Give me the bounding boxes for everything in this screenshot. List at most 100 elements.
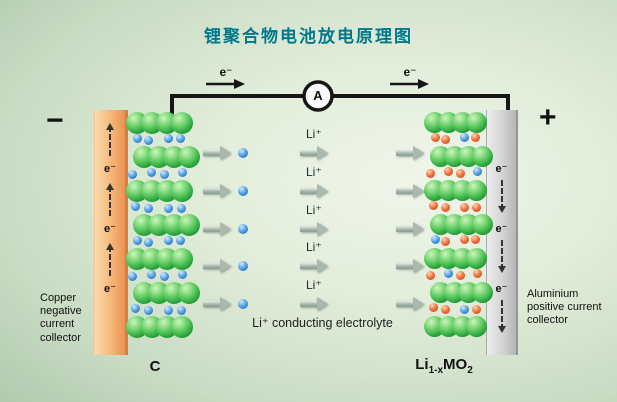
li-ion-label: Li⁺ <box>306 278 322 293</box>
electrolyte-caption: Li⁺ conducting electrolyte <box>252 316 393 330</box>
ion-flow-arrow <box>396 183 424 198</box>
metal-ion-sphere <box>441 135 450 144</box>
lithium-ion-sphere <box>460 305 469 314</box>
electron-label: e⁻ <box>104 163 116 175</box>
atom-sphere <box>178 146 200 168</box>
lithium-ion-sphere <box>128 272 137 281</box>
lithium-ion-sphere <box>164 134 173 143</box>
atom-sphere <box>171 316 193 338</box>
arrow-shaft <box>300 187 317 194</box>
metal-ion-sphere <box>429 201 438 210</box>
atom-sphere <box>171 112 193 134</box>
electron-arrowhead-right <box>418 79 429 89</box>
electron-arrowhead-left <box>234 79 245 89</box>
metal-ion-sphere <box>431 133 440 142</box>
lithium-ion <box>238 185 248 196</box>
arrow-shaft <box>203 187 220 194</box>
ammeter-icon <box>302 80 334 112</box>
wire-electron-label-right: e⁻ <box>403 65 417 79</box>
li-ion-label: Li⁺ <box>306 127 322 141</box>
arrow-shaft <box>300 150 317 156</box>
electron-flow-dash <box>497 180 506 213</box>
diagram-title: 锂聚合物电池放电原理图 <box>204 27 413 46</box>
ion-flow-arrow <box>203 259 231 274</box>
metal-ion-sphere <box>456 271 465 280</box>
metal-ion-sphere <box>460 203 469 212</box>
arrow-shaft <box>396 225 413 232</box>
lithium-ion-sphere <box>144 136 153 145</box>
metal-ion-sphere <box>472 203 481 212</box>
ion-flow-arrow <box>300 221 328 236</box>
atom-sphere <box>466 112 487 133</box>
arrow-head <box>220 259 231 274</box>
lithium-ion-sphere <box>133 134 142 143</box>
formula-subscript: 2 <box>467 365 473 376</box>
lithium-ion <box>238 261 248 272</box>
metal-ion-sphere <box>472 305 481 314</box>
metal-ion-sphere <box>441 237 450 246</box>
arrow-head <box>413 183 424 198</box>
lithium-ion-sphere <box>177 306 186 315</box>
lithium-ion-sphere <box>178 270 187 279</box>
electron-label: e⁻ <box>495 223 508 235</box>
lithium-ion-sphere <box>176 134 185 143</box>
atom-sphere <box>472 214 493 235</box>
aluminium-collector-bar: e⁻ e⁻ e⁻ <box>486 110 518 355</box>
metal-oxide-electrode <box>424 112 493 356</box>
metal-ion-sphere <box>460 235 469 244</box>
lithium-ion-sphere <box>131 304 140 313</box>
electron-flow-dash <box>106 123 114 156</box>
arrow-shaft <box>203 263 220 270</box>
wire-left-segment <box>170 94 303 118</box>
arrow-head <box>317 259 328 274</box>
arrow-head <box>413 221 424 236</box>
lithium-ion-sphere <box>444 269 453 278</box>
arrow-head <box>220 297 231 312</box>
ion-flow-arrow <box>396 146 424 160</box>
ion-flow-arrow <box>300 146 328 160</box>
atom-sphere <box>178 282 200 304</box>
arrow-head <box>220 146 231 160</box>
lithium-ion-sphere <box>144 204 153 213</box>
copper-collector-bar: e⁻e⁻e⁻ <box>94 110 128 355</box>
arrow-head <box>220 183 231 198</box>
graphite-electrode <box>126 112 202 356</box>
ion-flow-arrow <box>203 221 231 236</box>
lithium-ion-sphere <box>164 306 173 315</box>
atom-sphere <box>466 180 487 201</box>
lithium-ion <box>238 223 248 234</box>
lithium-ion-sphere <box>164 236 173 245</box>
lithium-ion-sphere <box>147 270 156 279</box>
electron-label: e⁻ <box>495 163 508 175</box>
lithium-ion-sphere <box>473 167 482 176</box>
aluminium-collector-label: Aluminium positive current collector <box>527 288 602 327</box>
formula-subscript: 1-x <box>428 365 444 376</box>
ion-flow-arrow <box>203 297 231 312</box>
formula-part: Li <box>415 356 429 373</box>
lithium-ion-sphere <box>431 235 440 244</box>
atom-sphere <box>472 146 493 167</box>
left-electrode-formula: C <box>149 358 161 375</box>
metal-ion-sphere <box>429 303 438 312</box>
arrow-head <box>317 146 328 160</box>
electron-label: e⁻ <box>495 283 508 295</box>
arrow-shaft <box>203 301 220 308</box>
arrow-shaft <box>396 301 413 308</box>
ammeter-label: A <box>313 88 323 103</box>
arrow-shaft <box>396 187 413 194</box>
arrow-shaft <box>300 225 317 232</box>
lithium-ion-sphere <box>131 202 140 211</box>
lithium-ion-sphere <box>460 133 469 142</box>
atom-sphere <box>171 180 193 202</box>
arrow-shaft <box>396 150 413 156</box>
li-ion-label: Li⁺ <box>306 164 322 179</box>
metal-ion-sphere <box>471 133 480 142</box>
electron-flow-dash <box>497 300 506 333</box>
lithium-ion-sphere <box>133 236 142 245</box>
lithium-ion-sphere <box>176 236 185 245</box>
metal-ion-sphere <box>441 203 450 212</box>
li-ion-label: Li⁺ <box>306 240 322 255</box>
lithium-ion-sphere <box>160 170 169 179</box>
lithium-ion-sphere <box>144 238 153 247</box>
